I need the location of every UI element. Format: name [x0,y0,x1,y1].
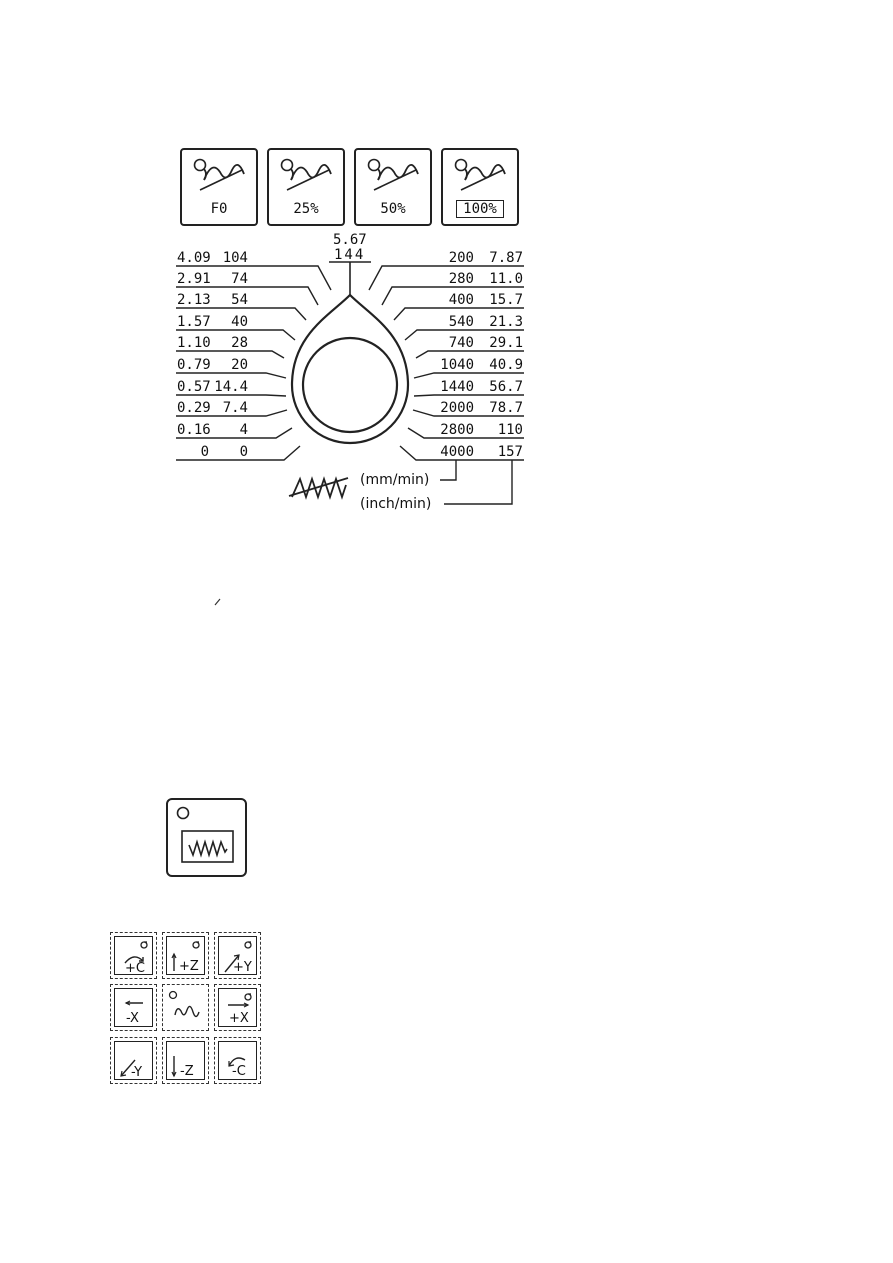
left-arrow-icon [124,1000,143,1006]
left-scale-inch: 0.29 [177,400,211,416]
stray-mark [214,598,221,606]
right-scale-mm: 740 [448,335,474,351]
left-scale-mm: 28 [231,335,248,351]
diagonal-arrow-icon [120,1059,136,1077]
left-scale-mm: 104 [222,250,248,266]
jog-feed-button[interactable] [166,798,247,877]
rapid-override-100-button[interactable]: 100% [441,148,519,226]
jog-rapid-key[interactable] [162,984,209,1031]
arc-arrow-icon [124,941,148,964]
zigzag-feed-icon [288,476,349,500]
right-scale-inch: 7.87 [489,250,523,266]
jog-key-label: -Y [131,1065,143,1080]
jog-plus-y-key[interactable]: +Y [214,932,261,979]
dial-top-mm: 144 [334,247,366,263]
left-scale-leaders [176,265,332,461]
jog-minus-x-key[interactable]: -X [110,984,157,1031]
right-scale-inch: 40.9 [489,357,523,373]
diagonal-arrow-icon [224,941,252,973]
right-scale-mm: 4000 [440,444,474,460]
right-scale-mm: 280 [448,271,474,287]
jog-minus-c-key[interactable]: -C [214,1037,261,1084]
right-scale-inch: 29.1 [489,335,523,351]
indicator-lamp-icon [168,990,178,1000]
right-scale-inch: 78.7 [489,400,523,416]
unit-mm-per-min: (mm/min) [360,472,430,488]
right-scale-inch: 21.3 [489,314,523,330]
right-scale-mm: 1440 [440,379,474,395]
right-scale-mm: 1040 [440,357,474,373]
left-scale-inch: 0.16 [177,422,211,438]
rapid-wave-icon [168,990,200,1018]
rapid-override-25-button[interactable]: 25% [267,148,345,226]
left-scale-inch: 2.13 [177,292,211,308]
right-arrow-icon [228,993,252,1008]
jog-key-label: -X [126,1011,139,1026]
rapid-override-label: 100% [443,200,517,218]
jog-key-label: +Z [179,959,199,974]
rapid-wave-icon [280,158,332,191]
right-scale-inch: 15.7 [489,292,523,308]
jog-minus-y-key[interactable]: -Y [110,1037,157,1084]
left-scale-inch: 0.79 [177,357,211,373]
left-scale-mm: 74 [231,271,248,287]
jog-feed-graphics [176,806,234,863]
dial-knob-outline[interactable] [290,293,410,445]
rapid-override-50-button[interactable]: 50% [354,148,432,226]
right-scale-mm: 540 [448,314,474,330]
rapid-wave-icon [454,158,506,191]
right-scale-inch: 110 [497,422,523,438]
jog-key-label: -C [232,1064,246,1079]
left-scale-inch: 2.91 [177,271,211,287]
arc-arrow-icon [228,1057,246,1067]
jog-plus-z-key[interactable]: +Z [162,932,209,979]
jog-key-label: +Y [233,960,252,975]
left-scale-mm: 40 [231,314,248,330]
left-scale-inch: 1.10 [177,335,211,351]
jog-plus-c-key[interactable]: +C [110,932,157,979]
rapid-wave-icon [367,158,419,191]
right-scale-inch: 56.7 [489,379,523,395]
rapid-override-f0-button[interactable]: F0 [180,148,258,226]
down-arrow-icon [171,1056,177,1078]
left-scale-mm: 54 [231,292,248,308]
left-scale-inch: 4.09 [177,250,211,266]
dial-top-inch: 5.67 [333,232,367,248]
jog-key-label: +X [229,1011,249,1026]
zigzag-feed-icon [188,839,228,858]
dial-graphics [176,261,524,505]
rapid-wave-icon [193,158,245,191]
rapid-override-label: 25% [293,201,319,217]
left-scale-mm: 7.4 [222,400,248,416]
left-scale-inch: 0 [200,444,209,460]
up-arrow-icon [171,941,200,971]
right-scale-mm: 2800 [440,422,474,438]
rapid-override-label: 50% [380,201,406,217]
left-scale-mm: 4 [239,422,248,438]
right-scale-inch: 11.0 [489,271,523,287]
jog-plus-x-key[interactable]: +X [214,984,261,1031]
jog-key-label: -Z [180,1064,194,1079]
rapid-override-label: F0 [210,201,228,217]
right-scale-inch: 157 [497,444,523,460]
dial-knob-inner[interactable] [301,336,399,434]
right-scale-mm: 400 [448,292,474,308]
right-scale-mm: 200 [448,250,474,266]
left-scale-inch: 0.57 [177,379,211,395]
indicator-lamp-icon [176,806,190,820]
left-scale-mm: 0 [239,444,248,460]
left-scale-mm: 14.4 [214,379,248,395]
right-scale-mm: 2000 [440,400,474,416]
jog-key-label: +C [125,961,145,976]
unit-inch-per-min: (inch/min) [360,496,432,512]
rapid-override-label-boxed: 100% [456,200,504,218]
jog-minus-z-key[interactable]: -Z [162,1037,209,1084]
left-scale-inch: 1.57 [177,314,211,330]
right-scale-leaders [368,265,524,461]
left-scale-mm: 20 [231,357,248,373]
